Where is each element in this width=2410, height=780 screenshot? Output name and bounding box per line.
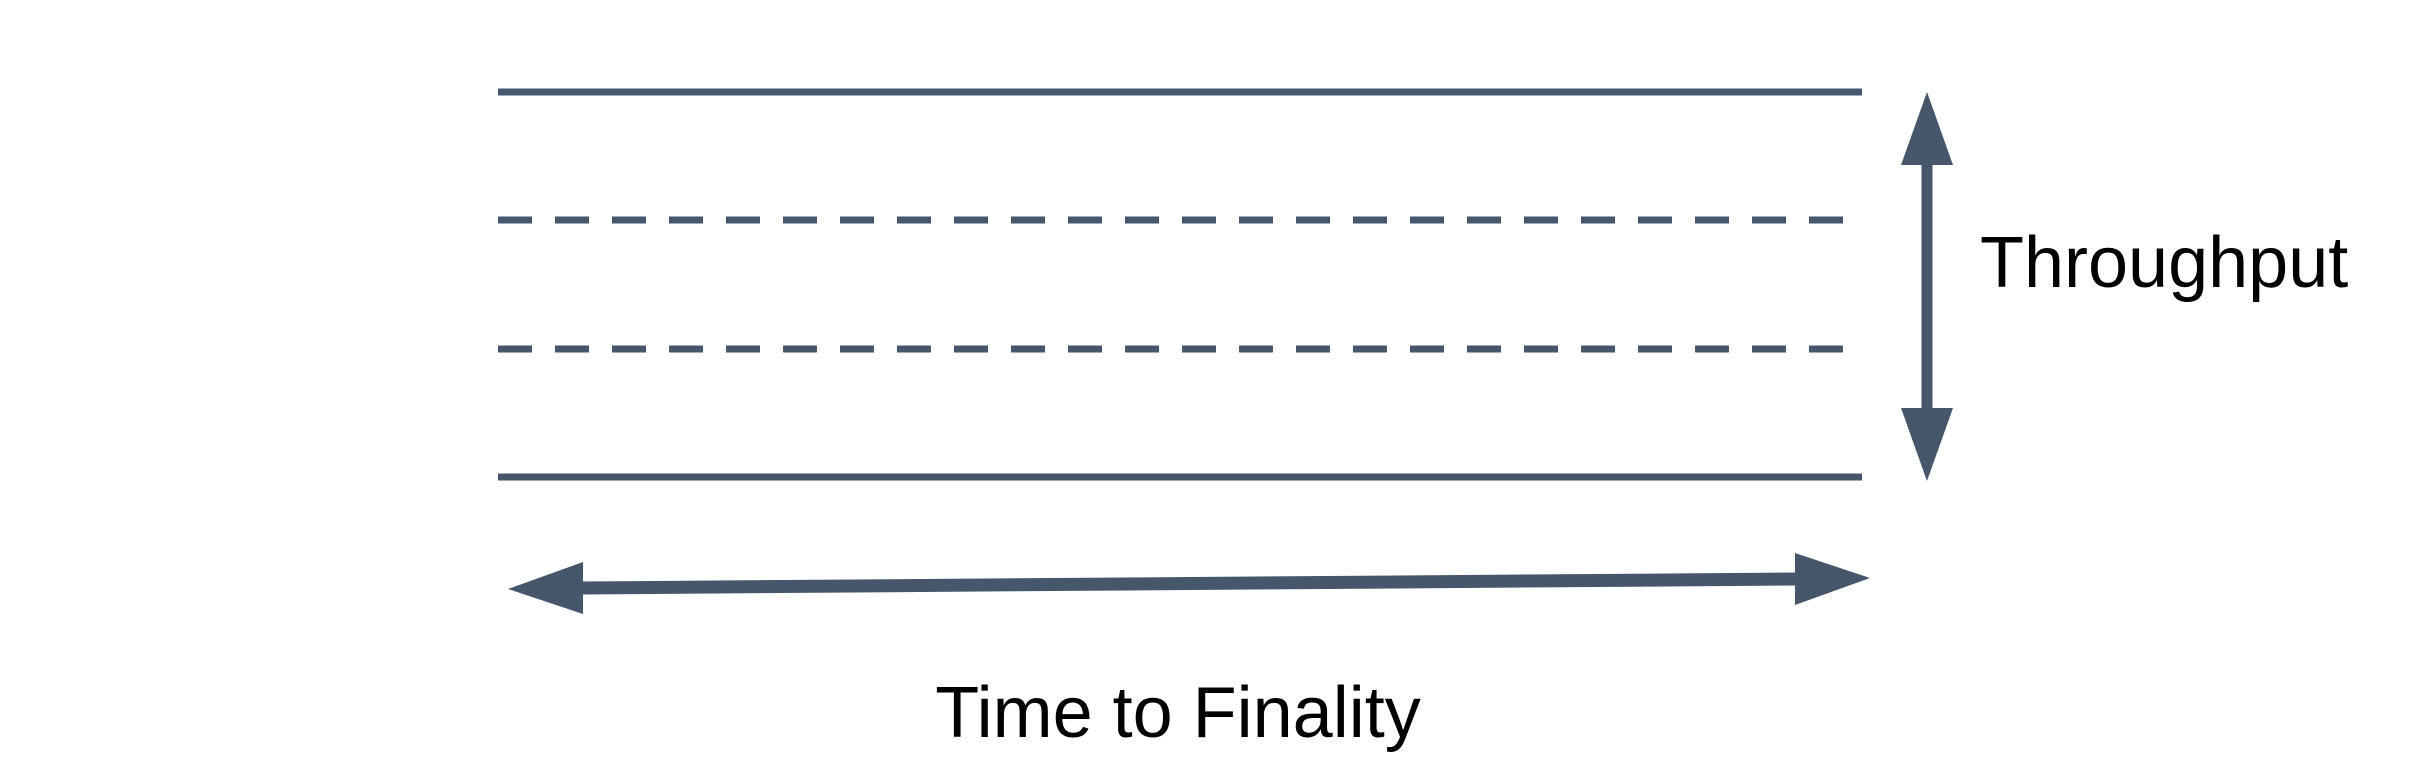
time-to-finality-arrow-shaft — [580, 572, 1798, 595]
throughput-range-arrow — [1901, 92, 1953, 481]
throughput-label: Throughput — [1980, 223, 2349, 303]
arrowhead-right-icon — [1795, 553, 1870, 605]
time-to-finality-range-arrow — [508, 553, 1870, 614]
arrowhead-up-icon — [1901, 92, 1953, 165]
arrowhead-left-icon — [508, 562, 583, 614]
arrowhead-down-icon — [1901, 408, 1953, 481]
time-to-finality-label: Time to Finality — [935, 673, 1421, 753]
